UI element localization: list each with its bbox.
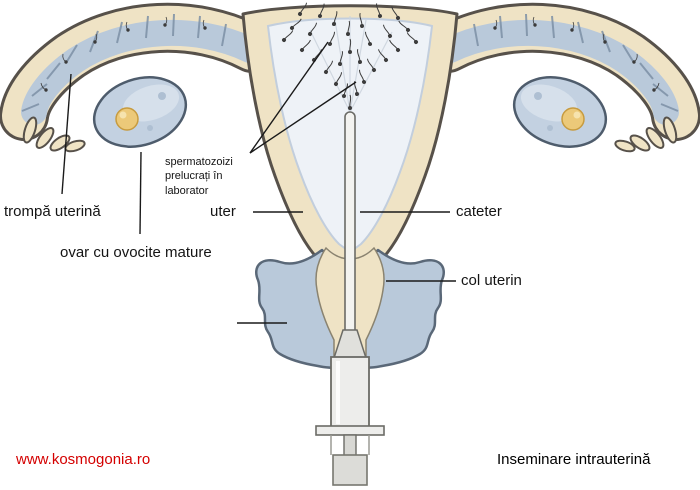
sperm-cells <box>282 2 418 110</box>
label-catheter: cateter <box>456 203 502 220</box>
follicle <box>147 125 153 131</box>
pointer-fallopian-tube <box>61 73 72 195</box>
ovary <box>92 76 188 148</box>
label-fallopian-tube: trompă uterină <box>4 203 101 220</box>
plunger-rod <box>343 434 357 458</box>
sperm-in-tube <box>40 16 207 92</box>
fallopian-tube-right <box>448 14 679 158</box>
pointer-sperm-1 <box>249 41 329 154</box>
pointer-ovary <box>139 151 142 235</box>
label-sperm: spermatozoizi prelucrați în laborator <box>165 156 233 197</box>
pointer-lines <box>61 41 456 324</box>
fimbriae <box>22 116 86 153</box>
follicle <box>158 92 166 100</box>
pointer-sperm-2 <box>249 81 357 154</box>
mature-oocyte <box>115 107 139 131</box>
catheter-syringe <box>315 111 385 486</box>
label-cervix: col uterin <box>461 272 522 289</box>
label-ovary: ovar cu ovocite mature <box>60 244 212 261</box>
fallopian-tube-left <box>0 2 277 153</box>
syringe-flange <box>315 425 385 436</box>
plunger-pad <box>332 454 368 486</box>
catheter-tube <box>344 111 356 361</box>
website-url: www.kosmogonia.ro <box>16 451 151 468</box>
label-uterus: uter <box>210 203 236 220</box>
page-title: Inseminare intrauterină <box>497 451 651 468</box>
